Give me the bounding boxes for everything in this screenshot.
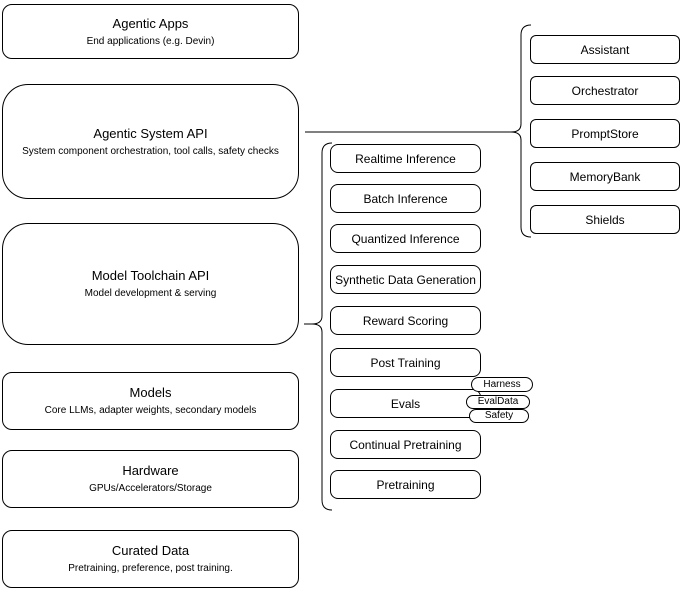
tag-label: Safety	[484, 410, 514, 421]
node-subtitle: End applications (e.g. Devin)	[86, 35, 215, 47]
node-label: Post Training	[370, 355, 441, 370]
node-promptstore: PromptStore	[530, 119, 680, 148]
system-group-brace	[510, 24, 532, 238]
node-title: Curated Data	[111, 543, 190, 558]
node-post-training: Post Training	[330, 348, 481, 377]
node-subtitle: System component orchestration, tool cal…	[22, 145, 279, 157]
tag-evaldata: EvalData	[466, 395, 530, 409]
node-quantized-inference: Quantized Inference	[330, 224, 481, 253]
tag-label: Harness	[483, 378, 521, 390]
node-hardware: Hardware GPUs/Accelerators/Storage	[2, 450, 299, 508]
node-label: PromptStore	[571, 126, 639, 141]
node-agentic-system-api: Agentic System API System component orch…	[2, 84, 299, 199]
node-subtitle: GPUs/Accelerators/Storage	[89, 483, 212, 494]
node-agentic-apps: Agentic Apps End applications (e.g. Devi…	[2, 4, 299, 59]
node-subtitle: Pretraining, preference, post training.	[68, 563, 233, 574]
node-label: Shields	[585, 212, 625, 227]
tag-label: EvalData	[477, 396, 519, 407]
node-evals: Evals	[330, 389, 481, 418]
node-title: Agentic Apps	[112, 15, 189, 31]
node-batch-inference: Batch Inference	[330, 184, 481, 213]
node-assistant: Assistant	[530, 35, 680, 64]
node-subtitle: Core LLMs, adapter weights, secondary mo…	[44, 405, 257, 416]
node-synthetic-data-generation: Synthetic Data Generation	[330, 265, 481, 294]
node-title: Model Toolchain API	[91, 268, 210, 283]
node-label: MemoryBank	[569, 169, 641, 184]
node-realtime-inference: Realtime Inference	[330, 144, 481, 173]
node-subtitle: Model development & serving	[84, 288, 217, 299]
node-label: Assistant	[580, 42, 630, 57]
node-reward-scoring: Reward Scoring	[330, 306, 481, 335]
node-pretraining: Pretraining	[330, 470, 481, 499]
node-title: Agentic System API	[93, 125, 208, 141]
toolchain-group-brace	[311, 142, 333, 511]
node-model-toolchain-api: Model Toolchain API Model development & …	[2, 223, 299, 345]
node-continual-pretraining: Continual Pretraining	[330, 430, 481, 459]
tag-safety: Safety	[469, 409, 529, 423]
node-label: Pretraining	[376, 477, 435, 492]
node-title: Hardware	[122, 463, 179, 478]
node-title: Models	[129, 385, 172, 400]
node-shields: Shields	[530, 205, 680, 234]
node-label: Realtime Inference	[355, 151, 456, 166]
tag-harness: Harness	[471, 377, 533, 392]
node-label: Batch Inference	[363, 191, 448, 206]
node-curated-data: Curated Data Pretraining, preference, po…	[2, 530, 299, 588]
node-label: Synthetic Data Generation	[335, 272, 476, 287]
node-label: Evals	[390, 396, 421, 411]
node-orchestrator: Orchestrator	[530, 76, 680, 105]
node-models: Models Core LLMs, adapter weights, secon…	[2, 372, 299, 430]
node-memorybank: MemoryBank	[530, 162, 680, 191]
node-label: Orchestrator	[571, 83, 639, 98]
node-label: Continual Pretraining	[349, 437, 462, 452]
node-label: Reward Scoring	[362, 313, 449, 328]
node-label: Quantized Inference	[351, 231, 460, 246]
